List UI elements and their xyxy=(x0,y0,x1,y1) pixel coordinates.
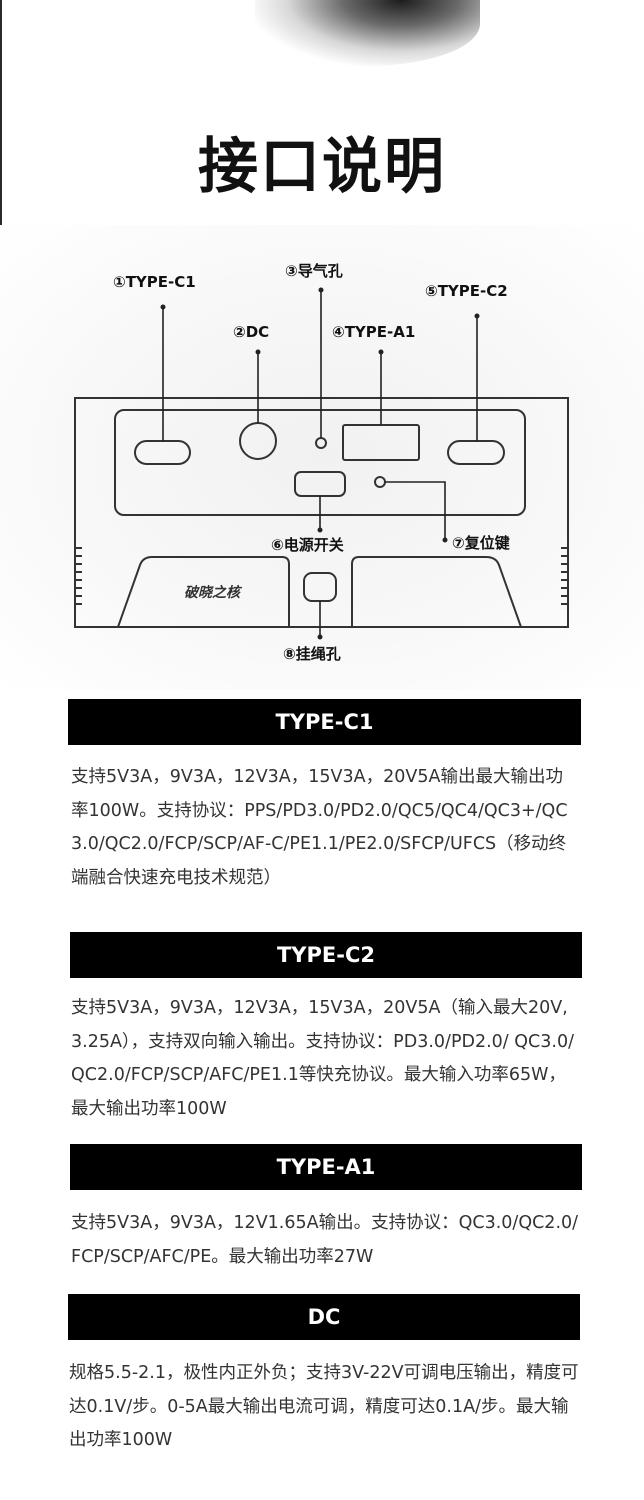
product-image-fragment xyxy=(255,0,480,66)
callout-lanyard-hole: ⑧挂绳孔 xyxy=(283,645,341,663)
callout-vent: ③导气孔 xyxy=(285,262,343,280)
section-body-type-c1: 支持5V3A，9V3A，12V3A，15V3A，20V5A输出最大输出功率100… xyxy=(71,767,568,888)
right-side-grip xyxy=(561,547,568,605)
section-body-type-a1: 支持5V3A，9V3A，12V1.65A输出。支持协议：QC3.0/QC2.0/… xyxy=(71,1213,579,1267)
left-side-grip xyxy=(75,547,82,605)
dc-port xyxy=(239,422,277,460)
section-header-type-c2: TYPE-C2 xyxy=(70,932,582,978)
device-outline xyxy=(74,397,569,628)
diagram-background xyxy=(0,225,644,690)
type-a1-port xyxy=(342,424,420,461)
callout-reset-button: ⑦复位键 xyxy=(452,534,510,552)
section-header-dc: DC xyxy=(68,1294,580,1340)
lanyard-hole xyxy=(303,572,337,602)
type-c1-port xyxy=(134,440,191,465)
callout-type-a1: ④TYPE-A1 xyxy=(332,323,416,341)
section-body-type-c2: 支持5V3A，9V3A，12V3A，15V3A，20V5A（输入最大20V,3.… xyxy=(71,998,574,1119)
section-header-type-a1: TYPE-A1 xyxy=(70,1144,582,1190)
device-logo: 破晓之核 xyxy=(184,584,243,601)
leader-reset-button xyxy=(385,481,446,540)
callout-power-switch: ⑥电源开关 xyxy=(271,536,344,554)
vent-hole xyxy=(315,437,327,449)
callout-dc: ②DC xyxy=(233,323,270,341)
section-header-type-c1: TYPE-C1 xyxy=(68,699,581,745)
right-lower-panel xyxy=(351,556,522,628)
left-lower-panel xyxy=(117,556,290,628)
section-body-dc: 规格5.5-2.1，极性内正外负；支持3V-22V可调电压输出，精度可达0.1V… xyxy=(69,1363,579,1450)
page-title: 接口说明 xyxy=(198,132,446,202)
reset-button xyxy=(374,476,386,488)
type-c2-port xyxy=(447,440,505,465)
callout-type-c1: ①TYPE-C1 xyxy=(113,273,196,291)
port-diagram: 破晓之核 xyxy=(74,287,569,640)
power-switch xyxy=(294,471,346,497)
callout-type-c2: ⑤TYPE-C2 xyxy=(425,282,508,300)
